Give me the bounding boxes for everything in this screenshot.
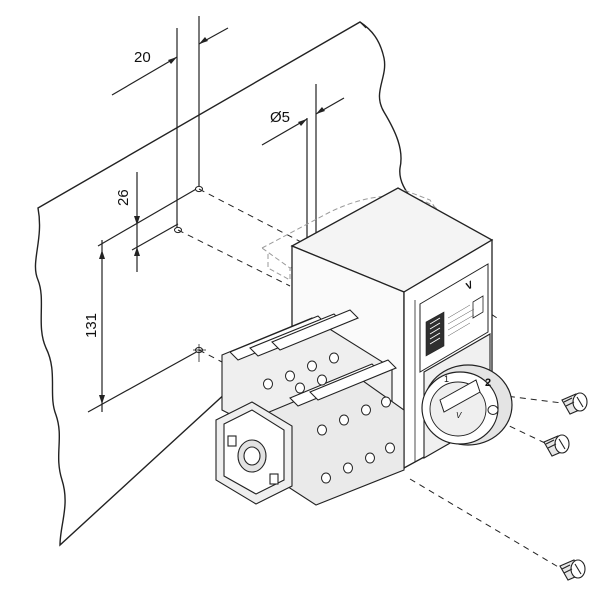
knob-position-2: 2 — [485, 377, 491, 389]
terminal-screws-upper — [263, 352, 339, 394]
front-label: V — [419, 263, 489, 373]
dimension-hole-diameter: Ø5 — [261, 84, 345, 250]
terminal-screws-lower — [317, 396, 395, 484]
mounting-screw-1 — [561, 392, 588, 415]
panel-top-edge — [359, 21, 367, 29]
mounting-screw-2 — [543, 434, 570, 457]
dimension-hole-diameter-label: Ø5 — [270, 109, 290, 126]
terminal-screw — [329, 352, 339, 364]
knob-shaft — [487, 405, 499, 415]
knob-brand: V — [456, 411, 462, 420]
terminal-screw — [285, 370, 295, 382]
terminal-screw — [381, 396, 391, 408]
terminal-screw — [361, 404, 371, 416]
terminal-screw — [307, 360, 317, 372]
terminal-screw — [295, 382, 305, 394]
terminal-screw — [365, 452, 375, 464]
mounting-screw-3 — [559, 559, 586, 581]
knob-position-1: 1 — [444, 374, 449, 384]
mounting-bracket — [215, 401, 293, 505]
terminal-screw — [343, 462, 353, 474]
dimension-131: 131 — [83, 240, 201, 413]
terminal-screw — [385, 442, 395, 454]
terminal-screw — [339, 414, 349, 426]
terminal-screw — [263, 378, 273, 390]
indicator-window — [472, 295, 484, 319]
dimension-26-label: 26 — [115, 189, 132, 206]
dimension-131-label: 131 — [83, 313, 100, 338]
mounting-screws — [543, 392, 588, 581]
dimension-20-label: 20 — [134, 49, 151, 66]
mounting-panel — [34, 21, 421, 547]
terminal-screw — [317, 374, 327, 386]
dimension-20: 20 — [111, 16, 229, 232]
terminal-screw — [321, 472, 331, 484]
knob-grip — [439, 379, 481, 413]
dimension-26: 26 — [97, 172, 199, 272]
rotary-knob: 1 2 V — [421, 333, 513, 459]
terminal-screw — [317, 424, 327, 436]
